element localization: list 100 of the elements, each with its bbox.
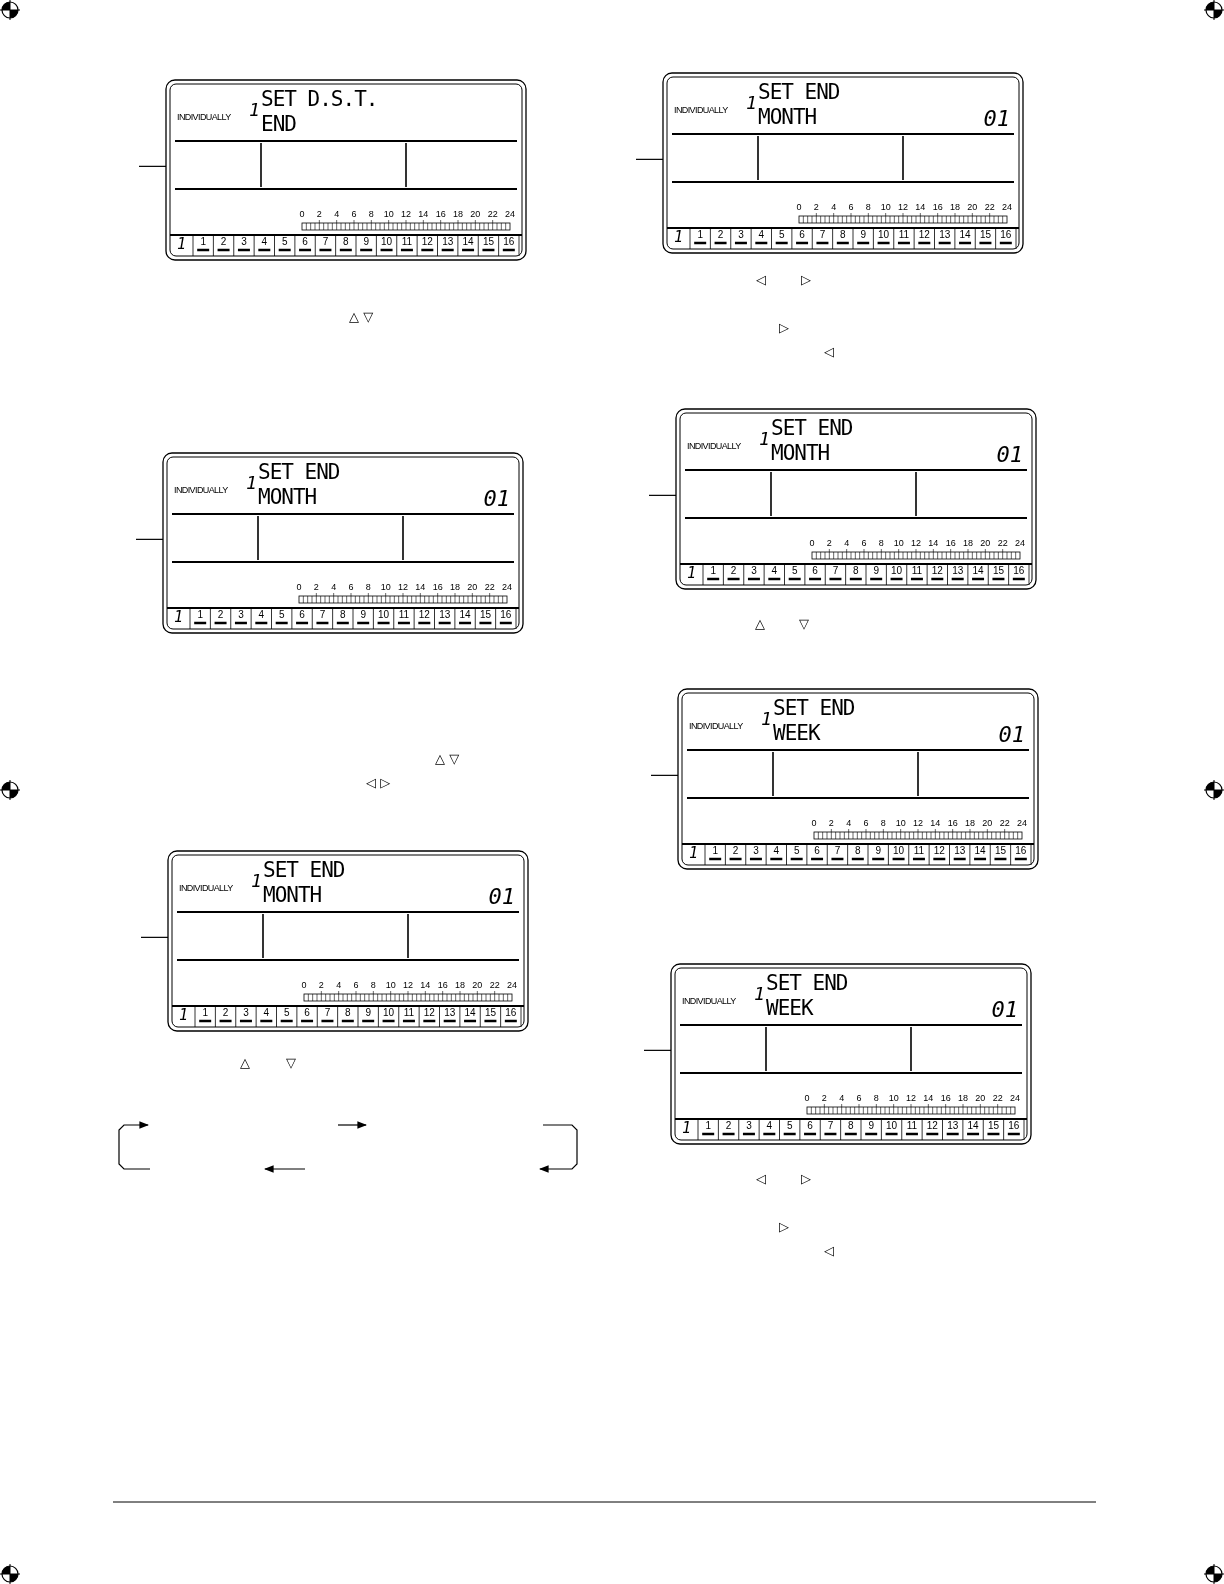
hour-scale-number: 18 <box>957 1094 969 1103</box>
triangle-symbol: △ ▽ <box>349 310 374 323</box>
channel-number: 5 <box>785 1121 794 1131</box>
hour-scale-number: 4 <box>335 981 343 990</box>
hour-scale-number: 24 <box>506 981 518 990</box>
channel-number: 7 <box>833 846 842 856</box>
channel-number: 2 <box>729 566 738 576</box>
triangle-symbol: ▷ <box>779 321 789 334</box>
channel-number: 1 <box>196 610 204 620</box>
channel-number: 11 <box>910 566 924 576</box>
hour-scale-number: 14 <box>414 583 427 592</box>
triangle-symbol: ◁ <box>824 345 834 358</box>
hour-scale-number: 4 <box>330 583 338 592</box>
channel-number: 12 <box>925 1121 939 1131</box>
lcd-display <box>677 688 1039 870</box>
channel-number: 4 <box>262 1008 271 1018</box>
hour-scale-number: 12 <box>910 539 922 548</box>
hour-scale-number: 24 <box>1009 1094 1021 1103</box>
hour-scale-number: 18 <box>454 981 466 990</box>
hour-scale-number: 22 <box>483 583 496 592</box>
hour-scale-number: 24 <box>501 583 513 592</box>
hour-scale-number: 16 <box>431 583 444 592</box>
channel-number: 12 <box>932 846 946 856</box>
hour-scale-number: 22 <box>486 210 499 219</box>
channel-number: 2 <box>716 230 725 240</box>
hour-scale-number: 6 <box>847 203 855 212</box>
hour-scale-number: 20 <box>981 819 994 828</box>
channel-number: 5 <box>280 237 289 247</box>
display-value: 01 <box>483 488 510 510</box>
segment-digit: 1 <box>249 101 260 119</box>
hour-scale-number: 0 <box>298 210 306 219</box>
leader-line <box>140 936 169 938</box>
channel-number: 4 <box>770 566 779 576</box>
hour-scale-number: 12 <box>897 203 909 212</box>
hour-scale-number: 0 <box>300 981 308 990</box>
channel-number: 6 <box>813 846 821 856</box>
channel-number: 14 <box>461 237 475 247</box>
hour-scale-number: 16 <box>946 819 959 828</box>
hour-scale-number: 14 <box>922 1094 935 1103</box>
channel-number: 2 <box>724 1121 733 1131</box>
hour-scale-number: 8 <box>864 203 872 212</box>
channel-number: 10 <box>890 566 904 576</box>
triangle-symbol: ◁ <box>756 273 766 286</box>
channel-number: 3 <box>752 846 760 856</box>
channel-number: 12 <box>422 1008 436 1018</box>
hour-scale-number: 22 <box>983 203 996 212</box>
hour-scale-number: 10 <box>892 539 905 548</box>
channel-number: 6 <box>811 566 819 576</box>
hour-scale-number: 2 <box>312 583 320 592</box>
channel-number: 6 <box>303 1008 311 1018</box>
channel-number: 9 <box>874 846 882 856</box>
channel-number: 9 <box>364 1008 372 1018</box>
hour-scale-number: 8 <box>872 1094 880 1103</box>
channel-number: 6 <box>301 237 309 247</box>
hour-scale-number: 18 <box>949 203 961 212</box>
leader-line <box>643 1049 672 1051</box>
channel-number: 8 <box>847 1121 855 1131</box>
channel-number: 4 <box>260 237 269 247</box>
channel-number: 14 <box>966 1121 980 1131</box>
hour-scale-number: 14 <box>417 210 430 219</box>
channel-number: 16 <box>1012 566 1026 576</box>
hour-scale-number: 22 <box>488 981 501 990</box>
channel-number: 8 <box>339 610 347 620</box>
channel-number: 3 <box>237 610 245 620</box>
channel-number: 10 <box>380 237 394 247</box>
display-value: 01 <box>996 444 1023 466</box>
lcd-display <box>675 408 1037 590</box>
channel-number: 1 <box>201 1008 209 1018</box>
mode-indicator: INDIVIDUALLY <box>689 722 743 731</box>
channel-number: 4 <box>772 846 781 856</box>
hour-scale-number: 10 <box>894 819 907 828</box>
hour-scale-number: 20 <box>471 981 484 990</box>
display-value: 01 <box>488 886 515 908</box>
channel-number: 14 <box>458 610 472 620</box>
channel-number: 9 <box>867 1121 875 1131</box>
channel-number: 4 <box>257 610 266 620</box>
segment-digit: 1 <box>689 846 699 861</box>
channel-number: 5 <box>282 1008 291 1018</box>
channel-number: 9 <box>859 230 867 240</box>
mode-indicator: INDIVIDUALLY <box>177 113 231 122</box>
leader-line <box>650 774 679 776</box>
hour-scale-number: 2 <box>825 539 833 548</box>
channel-number: 1 <box>709 566 717 576</box>
channel-number: 10 <box>892 846 906 856</box>
display-title: SET END WEEK <box>773 696 856 746</box>
segment-digit: 1 <box>754 985 765 1003</box>
channel-number: 1 <box>199 237 207 247</box>
channel-number: 13 <box>953 846 967 856</box>
display-title: SET END MONTH <box>258 460 341 510</box>
display-title: SET D.S.T. END <box>261 87 379 137</box>
channel-number: 13 <box>441 237 455 247</box>
leader-line <box>138 165 167 167</box>
channel-number: 14 <box>958 230 972 240</box>
segment-digit: 1 <box>177 237 187 252</box>
channel-number: 5 <box>277 610 286 620</box>
channel-number: 11 <box>905 1121 919 1131</box>
lcd-display <box>670 963 1032 1145</box>
hour-scale-number: 12 <box>397 583 409 592</box>
channel-number: 9 <box>359 610 367 620</box>
segment-digit: 1 <box>246 474 257 492</box>
